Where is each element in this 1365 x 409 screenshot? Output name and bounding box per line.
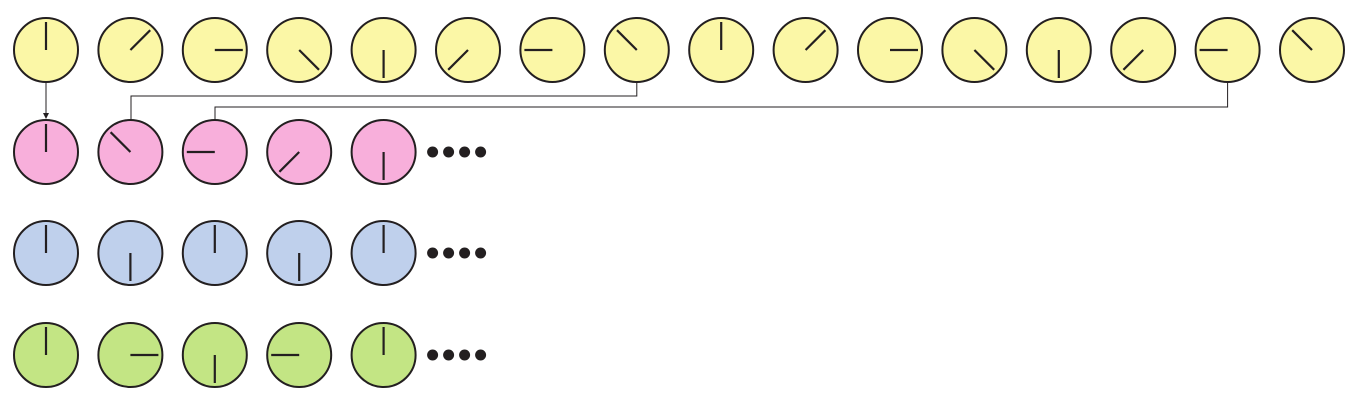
- clock-face: [97, 17, 164, 83]
- ellipsis-dot: [427, 247, 439, 259]
- sampled-sequence-b: [13, 220, 487, 286]
- clock-face: [1279, 17, 1345, 83]
- sampled-sequence-a: [13, 119, 487, 185]
- clock-hand: [804, 29, 827, 51]
- clock-face: [1110, 17, 1177, 83]
- ellipsis-dot: [475, 349, 487, 361]
- clock-face: [13, 322, 79, 388]
- clock-face: [603, 17, 670, 83]
- clock-face: [688, 17, 755, 83]
- connector-line: [214, 82, 1229, 126]
- clock-face: [772, 17, 839, 83]
- clock-face: [13, 17, 79, 83]
- clock-face: [519, 17, 586, 83]
- clock-face: [941, 17, 1008, 83]
- clock-face: [97, 322, 164, 388]
- ellipsis-dot: [443, 349, 455, 361]
- clock-face: [266, 220, 333, 286]
- connector-arrow: [43, 82, 49, 119]
- connector-line: [130, 82, 638, 126]
- ellipsis-dot: [475, 146, 487, 158]
- clock-face: [97, 220, 164, 286]
- source-sequence: [13, 17, 1345, 83]
- clock-face: [857, 17, 923, 83]
- clock-hand: [278, 151, 300, 173]
- ellipsis-dots: [427, 349, 487, 361]
- clock-face: [350, 220, 417, 286]
- ellipsis-dot: [459, 247, 471, 259]
- connector-arrow: [212, 82, 1229, 127]
- sampled-sequence-c: [13, 322, 487, 388]
- clock-face: [266, 119, 333, 185]
- clock-face: [181, 322, 248, 388]
- clock-hand: [1291, 29, 1313, 51]
- clock-rows: [13, 17, 1345, 388]
- clock-face: [13, 220, 79, 286]
- clock-face: [13, 119, 79, 185]
- ellipsis-dot: [443, 146, 455, 158]
- ellipsis-dot: [443, 247, 455, 259]
- clock-face: [181, 17, 248, 83]
- clock-hand: [447, 49, 469, 71]
- ellipsis-dot: [475, 247, 487, 259]
- ellipsis-dot: [427, 349, 439, 361]
- clock-face: [266, 322, 333, 388]
- clock-face: [350, 322, 417, 388]
- clock-hand: [298, 49, 320, 71]
- clock-face: [350, 17, 417, 83]
- clock-face: [435, 17, 501, 83]
- ellipsis-dots: [427, 247, 487, 259]
- ellipsis-dot: [459, 146, 471, 158]
- clock-face: [97, 119, 164, 185]
- clock-face: [1194, 17, 1261, 83]
- clock-face: [181, 220, 248, 286]
- ellipsis-dot: [427, 146, 439, 158]
- clock-hand: [616, 29, 638, 51]
- clock-hand: [129, 29, 151, 51]
- clock-face: [181, 119, 248, 185]
- clock-face: [266, 17, 333, 83]
- clock-hand: [973, 49, 995, 71]
- clock-face: [350, 119, 417, 185]
- clock-face: [1025, 17, 1092, 83]
- ellipsis-dot: [459, 349, 471, 361]
- clock-hand: [109, 131, 132, 153]
- clock-hand: [1122, 49, 1144, 71]
- connector-arrowhead: [43, 113, 49, 119]
- ellipsis-dots: [427, 146, 487, 158]
